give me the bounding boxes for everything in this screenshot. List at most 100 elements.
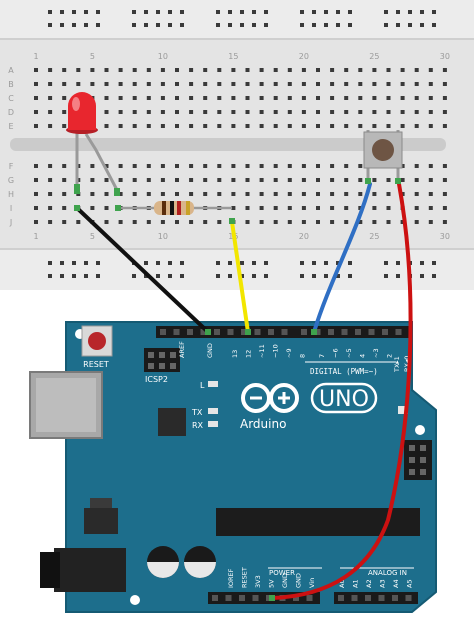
breadboard-hole <box>386 192 391 196</box>
breadboard-hole <box>132 164 137 168</box>
breadboard-hole <box>259 178 264 182</box>
header-pin <box>227 329 234 335</box>
blue-wire-pin7 <box>312 182 372 334</box>
breadboard-holes <box>34 10 447 278</box>
analog-pin-label: A5 <box>406 579 414 588</box>
breadboard-hole <box>396 261 400 265</box>
breadboard-hole <box>217 192 222 196</box>
breadboard-hole <box>62 110 67 114</box>
breadboard-hole <box>386 96 391 100</box>
breadboard-hole <box>414 110 419 114</box>
led-rx-label: RX <box>192 421 204 430</box>
row-letter: E <box>8 122 13 131</box>
breadboard-hole <box>300 274 304 278</box>
breadboard-hole <box>428 178 433 182</box>
breadboard-hole <box>259 124 264 128</box>
header-pin <box>293 595 299 601</box>
breadboard-hole <box>264 10 268 14</box>
breadboard-hole <box>76 82 81 86</box>
breadboard-hole <box>118 110 123 114</box>
breadboard-hole <box>330 192 335 196</box>
breadboard-hole <box>231 68 236 72</box>
breadboard-hole <box>287 68 292 72</box>
icsp2-label: ICSP2 <box>145 375 168 384</box>
breadboard-hole <box>428 82 433 86</box>
breadboard-hole <box>372 124 377 128</box>
breadboard-hole <box>144 23 148 27</box>
breadboard-hole <box>180 23 184 27</box>
breadboard-hole <box>396 10 400 14</box>
breadboard-hole <box>160 110 165 114</box>
breadboard-hole <box>348 261 352 265</box>
led-l-label: L <box>200 381 205 390</box>
breadboard-hole <box>132 220 137 224</box>
breadboard-hole <box>160 124 165 128</box>
breadboard-hole <box>287 82 292 86</box>
breadboard-hole <box>90 178 95 182</box>
breadboard-hole <box>330 124 335 128</box>
breadboard-hole <box>62 68 67 72</box>
digital-pin-label: RX◂0 <box>403 356 411 372</box>
black-wire-gnd <box>75 206 210 334</box>
breadboard-hole <box>312 23 316 27</box>
breadboard-hole <box>132 96 137 100</box>
breadboard-hole <box>358 178 363 182</box>
header-pin <box>368 329 375 335</box>
breadboard-hole <box>104 206 109 210</box>
breadboard-hole <box>287 96 292 100</box>
reset-button-cap[interactable] <box>88 332 106 350</box>
arduino-logo <box>241 383 299 413</box>
breadboard-hole <box>217 110 222 114</box>
breadboard-hole <box>330 178 335 182</box>
breadboard-hole <box>400 68 405 72</box>
breadboard-hole <box>144 10 148 14</box>
breadboard-hole <box>442 220 447 224</box>
breadboard-hole <box>245 110 250 114</box>
breadboard-hole <box>252 23 256 27</box>
breadboard-hole <box>432 23 436 27</box>
breadboard-hole <box>216 10 220 14</box>
breadboard-hole <box>372 82 377 86</box>
led-anode-leg <box>84 133 119 191</box>
breadboard-hole <box>442 110 447 114</box>
breadboard-hole <box>76 68 81 72</box>
breadboard-hole <box>175 82 179 86</box>
breadboard-hole <box>414 68 419 72</box>
breadboard-hole <box>104 192 109 196</box>
breadboard-hole <box>160 192 165 196</box>
analog-pin-label: A3 <box>379 579 387 588</box>
digital-pin-label: ~11 <box>258 344 266 358</box>
breadboard-hole <box>358 68 363 72</box>
breadboard-hole <box>432 10 436 14</box>
push-button-body[interactable] <box>363 131 403 169</box>
header-pin <box>395 329 402 335</box>
push-button-cap[interactable] <box>372 139 394 161</box>
breadboard-hole <box>146 82 151 86</box>
breadboard-hole <box>175 68 179 72</box>
header-pin <box>365 595 371 601</box>
digital-pin-label: 7 <box>318 354 326 358</box>
breadboard-hole <box>316 82 320 86</box>
breadboard-hole <box>96 261 100 265</box>
column-number: 1 <box>33 52 38 61</box>
breadboard-hole <box>104 96 109 100</box>
push-button[interactable] <box>363 130 403 180</box>
breadboard-hole <box>259 164 264 168</box>
breadboard-hole <box>287 124 292 128</box>
digital-pin-label: 8 <box>299 354 307 358</box>
breadboard-hole <box>400 82 405 86</box>
column-number: 30 <box>440 52 450 61</box>
row-letter: H <box>8 190 14 199</box>
breadboard-hole <box>34 68 38 72</box>
breadboard-hole <box>231 82 236 86</box>
breadboard-hole <box>428 220 433 224</box>
breadboard-hole <box>344 164 349 168</box>
breadboard-hole <box>217 220 222 224</box>
header-pin <box>254 329 261 335</box>
breadboard-hole <box>344 124 349 128</box>
breadboard-hole <box>301 178 306 182</box>
digital-pin-label: ~9 <box>285 348 293 358</box>
analog-pin-label: A4 <box>392 579 400 588</box>
breadboard-hole <box>189 82 194 86</box>
